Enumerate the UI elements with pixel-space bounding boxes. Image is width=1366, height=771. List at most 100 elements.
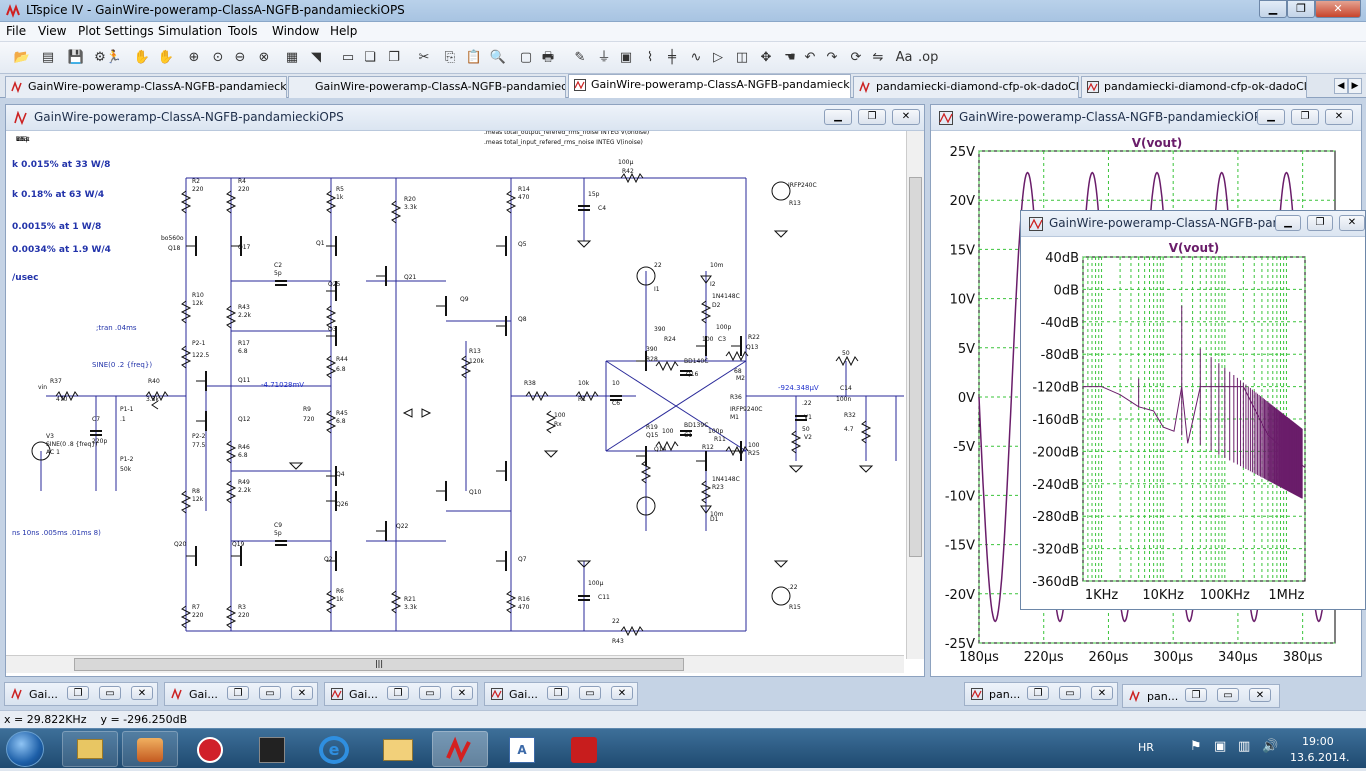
close-button[interactable]: ✕ <box>1091 686 1113 700</box>
copy-icon[interactable]: ⎘ <box>440 48 460 68</box>
minimize-button[interactable]: ▁ <box>1259 0 1287 18</box>
restore-button[interactable]: ❐ <box>67 686 89 700</box>
close-button[interactable]: ✕ <box>1249 688 1271 702</box>
schematic-close-button[interactable]: ✕ <box>892 109 920 125</box>
label-icon[interactable]: ▣ <box>616 48 636 68</box>
restore-button[interactable]: ❐ <box>387 686 409 700</box>
save-icon[interactable]: 💾 <box>66 48 86 68</box>
cursor-icon[interactable]: ◥ <box>306 48 326 68</box>
start-button[interactable] <box>6 731 44 767</box>
taskbar-ltspice[interactable] <box>432 731 488 767</box>
tab-pandamiecki-2[interactable]: pandamiecki-diamond-cfp-ok-dadoClassA <box>1081 76 1307 98</box>
text-icon[interactable]: Aa <box>894 48 914 68</box>
find-icon[interactable]: 🔍 <box>488 48 508 68</box>
zoom-cancel-icon[interactable]: ⊗ <box>254 48 274 68</box>
tile-v-icon[interactable]: ❐ <box>384 48 404 68</box>
close-button[interactable]: ✕ <box>291 686 313 700</box>
device-icon[interactable]: ▣ <box>1214 739 1226 754</box>
menu-window[interactable]: Window <box>272 24 319 38</box>
close-button[interactable]: ✕ <box>131 686 153 700</box>
minimized-window-4[interactable]: Gai...❐▭✕ <box>484 682 638 706</box>
close-button[interactable]: ✕ <box>451 686 473 700</box>
zoom-fit-icon[interactable]: ⊙ <box>208 48 228 68</box>
print-preview-icon[interactable]: ▢ <box>516 48 536 68</box>
schematic-hscroll[interactable]: ||| <box>6 655 904 673</box>
taskbar-app-2[interactable] <box>122 731 178 767</box>
flag-icon[interactable]: ⚑ <box>1190 739 1202 754</box>
fft-minimize-button[interactable]: ▁ <box>1275 215 1301 231</box>
move-icon[interactable]: ✥ <box>756 48 776 68</box>
taskbar-pdf[interactable] <box>556 731 612 767</box>
inductor-icon[interactable]: ∿ <box>686 48 706 68</box>
clock-time[interactable]: 19:00 <box>1302 735 1334 748</box>
schematic-vscroll[interactable] <box>906 131 924 659</box>
taskbar-app-6[interactable] <box>370 731 426 767</box>
schematic-minimize-button[interactable]: ▁ <box>824 109 852 125</box>
fft-plot[interactable]: V(vout)40dB0dB-40dB-80dB-120dB-160dB-200… <box>1021 237 1365 609</box>
mirror-icon[interactable]: ⇋ <box>868 48 888 68</box>
menu-tools[interactable]: Tools <box>228 24 258 38</box>
zoom-in-icon[interactable]: ⊕ <box>184 48 204 68</box>
run-icon[interactable]: 🏃 <box>104 48 124 68</box>
tab-schematic-1[interactable]: GainWire-poweramp-ClassA-NGFB-pandamieck… <box>5 76 287 98</box>
tab-pandamiecki-1[interactable]: pandamiecki-diamond-cfp-ok-dadoClassA <box>853 76 1079 98</box>
taskbar-explorer[interactable] <box>62 731 118 767</box>
component-icon[interactable]: ◫ <box>732 48 752 68</box>
restore-button[interactable]: ❐ <box>547 686 569 700</box>
ground-icon[interactable]: ⏚ <box>594 48 614 68</box>
schematic-vscroll-thumb[interactable] <box>909 177 922 557</box>
taskbar-app-4[interactable] <box>244 731 300 767</box>
close-button[interactable]: ✕ <box>1315 0 1361 18</box>
minimized-window-5[interactable]: pan...❐▭✕ <box>964 682 1118 706</box>
input-language[interactable]: HR <box>1138 741 1154 754</box>
maximize-button[interactable]: ▭ <box>259 686 281 700</box>
tab-waveform-active[interactable]: GainWire-poweramp-ClassA-NGFB-pandamieck… <box>568 74 851 98</box>
undo-icon[interactable]: ↶ <box>800 48 820 68</box>
menu-simulation[interactable]: Simulation <box>158 24 222 38</box>
halt-icon[interactable]: ✋ <box>132 48 152 68</box>
fft-restore-button[interactable]: ❐ <box>1307 215 1333 231</box>
spice-directive-icon[interactable]: .op <box>918 48 938 68</box>
print-icon[interactable]: 🖶 <box>538 48 558 68</box>
tab-scroll-left[interactable]: ◀ <box>1334 78 1348 94</box>
maximize-button[interactable]: ▭ <box>579 686 601 700</box>
tile-h-icon[interactable]: ▭ <box>338 48 358 68</box>
zoom-out-icon[interactable]: ⊖ <box>230 48 250 68</box>
autorange-icon[interactable]: ▦ <box>282 48 302 68</box>
minimized-window-3[interactable]: Gai...❐▭✕ <box>324 682 478 706</box>
paste-icon[interactable]: 📋 <box>464 48 484 68</box>
menu-plot-settings[interactable]: Plot Settings <box>78 24 154 38</box>
tab-schematic-2[interactable]: GainWire-poweramp-ClassA-NGFB-pandamieck… <box>288 76 566 98</box>
cut-icon[interactable]: ✂ <box>414 48 434 68</box>
minimized-window-2[interactable]: Gai...❐▭✕ <box>164 682 318 706</box>
maximize-button[interactable]: ❐ <box>1287 0 1315 18</box>
new-schematic-icon[interactable]: ▤ <box>38 48 58 68</box>
restore-button[interactable]: ❐ <box>227 686 249 700</box>
waveform-restore-button[interactable]: ❐ <box>1291 109 1319 125</box>
clock-date[interactable]: 13.6.2014. <box>1290 751 1349 764</box>
volume-icon[interactable]: 🔊 <box>1262 739 1278 754</box>
minimized-window-6[interactable]: pan...❐▭✕ <box>1122 684 1280 708</box>
pan-icon[interactable]: ✋ <box>156 48 176 68</box>
maximize-button[interactable]: ▭ <box>419 686 441 700</box>
waveform-close-button[interactable]: ✕ <box>1325 109 1353 125</box>
network-icon[interactable]: ▥ <box>1238 739 1250 754</box>
diode-icon[interactable]: ▷ <box>708 48 728 68</box>
taskbar-app-8[interactable]: A <box>494 731 550 767</box>
maximize-button[interactable]: ▭ <box>1059 686 1081 700</box>
drag-icon[interactable]: ☚ <box>780 48 800 68</box>
restore-button[interactable]: ❐ <box>1027 686 1049 700</box>
schematic-canvas[interactable]: k 0.015% at 33 W/8k 0.18% at 63 W/40.001… <box>6 131 904 659</box>
restore-button[interactable]: ❐ <box>1185 688 1207 702</box>
tab-scroll-right[interactable]: ▶ <box>1348 78 1362 94</box>
taskbar-ie[interactable]: e <box>306 731 362 767</box>
maximize-button[interactable]: ▭ <box>99 686 121 700</box>
redo-icon[interactable]: ↷ <box>822 48 842 68</box>
open-icon[interactable]: 📂 <box>12 48 32 68</box>
fft-close-button[interactable]: ✕ <box>1339 215 1365 231</box>
wire-icon[interactable]: ✎ <box>570 48 590 68</box>
schematic-hscroll-thumb[interactable]: ||| <box>74 658 684 671</box>
cascade-icon[interactable]: ❏ <box>360 48 380 68</box>
maximize-button[interactable]: ▭ <box>1217 688 1239 702</box>
waveform-minimize-button[interactable]: ▁ <box>1257 109 1285 125</box>
